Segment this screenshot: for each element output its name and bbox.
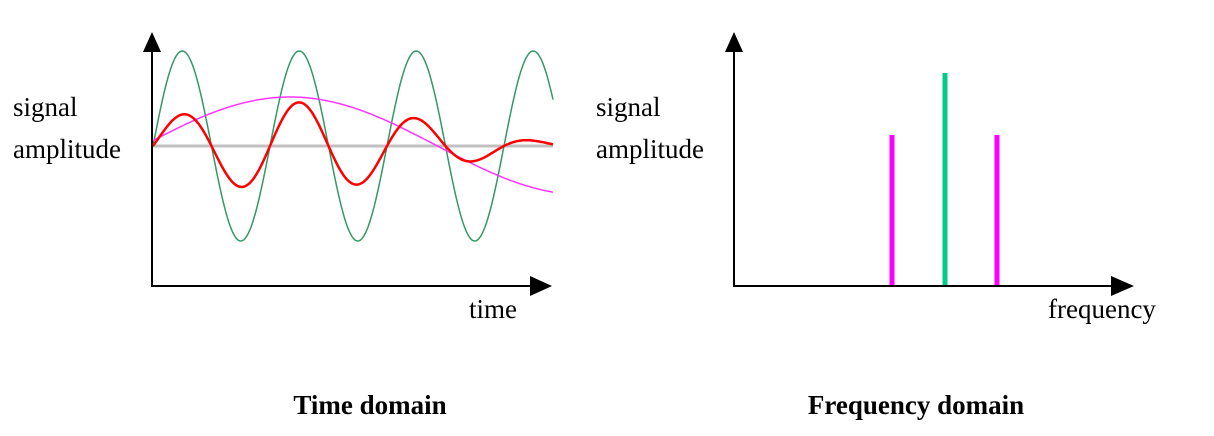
time-x-axis-arrow — [530, 276, 552, 296]
time-ylabel-line2: amplitude — [13, 134, 121, 164]
sum-wave-curve — [151, 101, 554, 189]
frequency-domain-caption: Frequency domain — [808, 390, 1024, 420]
freq-y-axis-arrow — [725, 32, 743, 52]
freq-x-axis-arrow — [1111, 276, 1134, 296]
frequency-domain-panel: signal amplitude frequency Frequency dom… — [596, 32, 1156, 420]
freq-ylabel-line2: amplitude — [596, 134, 704, 164]
time-domain-caption: Time domain — [293, 390, 446, 420]
time-xlabel: time — [469, 294, 517, 324]
time-ylabel-line1: signal — [13, 92, 78, 122]
slow-wave-curve — [152, 96, 554, 193]
fast-wave-curve — [152, 50, 554, 242]
time-y-axis-arrow — [143, 32, 161, 52]
time-domain-panel: signal amplitude time Time domain — [13, 32, 554, 420]
freq-xlabel: frequency — [1048, 294, 1156, 324]
freq-ylabel-line1: signal — [596, 92, 661, 122]
